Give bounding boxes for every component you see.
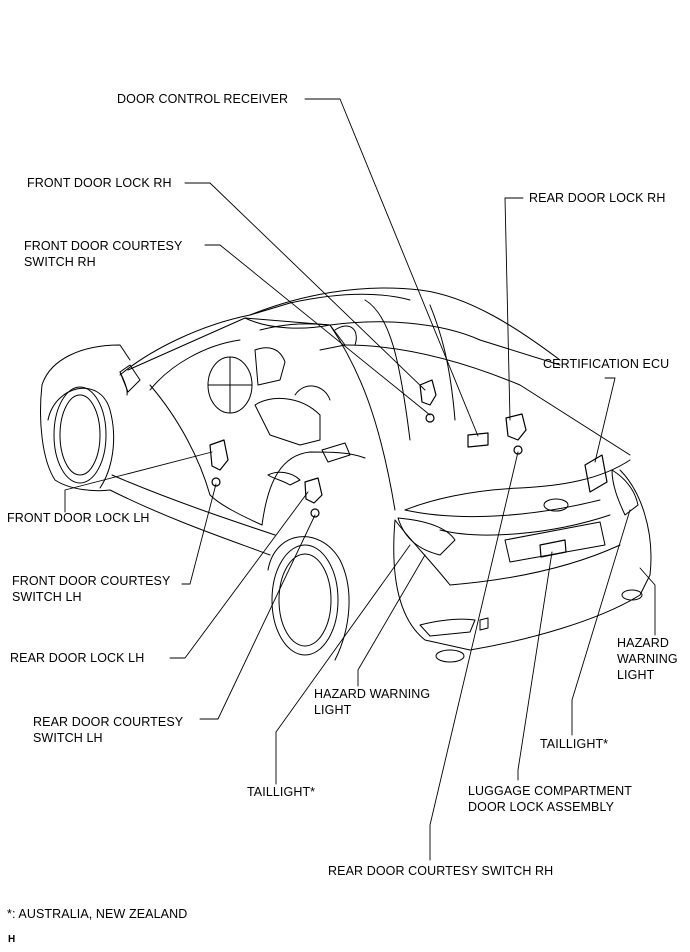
car-body-outline — [40, 287, 652, 663]
footnote: *: AUSTRALIA, NEW ZEALAND — [7, 907, 188, 921]
label-front-door-courtesy-switch-lh: FRONT DOOR COURTESY SWITCH LH — [12, 573, 170, 605]
label-door-control-receiver: DOOR CONTROL RECEIVER — [117, 92, 289, 106]
label-line-2: WARNING — [617, 652, 678, 666]
label-certification-ecu: CERTIFICATION ECU — [543, 357, 670, 371]
label-line-2: LIGHT — [314, 703, 352, 717]
label-hazard-warning-light-right: HAZARD WARNING LIGHT — [617, 635, 678, 683]
label-line-2: DOOR LOCK ASSEMBLY — [468, 800, 615, 814]
label-line-1: REAR DOOR COURTESY — [33, 715, 184, 729]
label-line-1: FRONT DOOR COURTESY — [12, 574, 171, 588]
label-line-1: HAZARD WARNING — [314, 687, 431, 701]
label-line-1: LUGGAGE COMPARTMENT — [468, 784, 632, 798]
label-luggage-compartment-door-lock: LUGGAGE COMPARTMENT DOOR LOCK ASSEMBLY — [468, 783, 632, 815]
label-line-3: LIGHT — [617, 668, 655, 682]
label-rear-door-courtesy-switch-rh: REAR DOOR COURTESY SWITCH RH — [328, 864, 554, 878]
label-taillight-left: TAILLIGHT* — [247, 785, 316, 799]
label-rear-door-lock-lh: REAR DOOR LOCK LH — [10, 651, 145, 665]
label-line-2: SWITCH LH — [33, 731, 103, 745]
label-taillight-right: TAILLIGHT* — [540, 737, 609, 751]
label-front-door-courtesy-switch-rh: FRONT DOOR COURTESY SWITCH RH — [24, 238, 182, 270]
label-rear-door-courtesy-switch-lh: REAR DOOR COURTESY SWITCH LH — [33, 714, 183, 746]
label-rear-door-lock-rh: REAR DOOR LOCK RH — [529, 191, 666, 205]
label-front-door-lock-rh: FRONT DOOR LOCK RH — [27, 176, 172, 190]
label-line-2: SWITCH LH — [12, 590, 82, 604]
label-line-1: FRONT DOOR COURTESY — [24, 239, 183, 253]
label-line-2: SWITCH RH — [24, 255, 96, 269]
leader-lines — [64, 98, 656, 861]
label-front-door-lock-lh: FRONT DOOR LOCK LH — [7, 511, 150, 525]
label-line-1: HAZARD — [617, 636, 669, 650]
label-hazard-warning-light-center: HAZARD WARNING LIGHT — [314, 686, 430, 718]
figure-code: H — [8, 934, 16, 945]
